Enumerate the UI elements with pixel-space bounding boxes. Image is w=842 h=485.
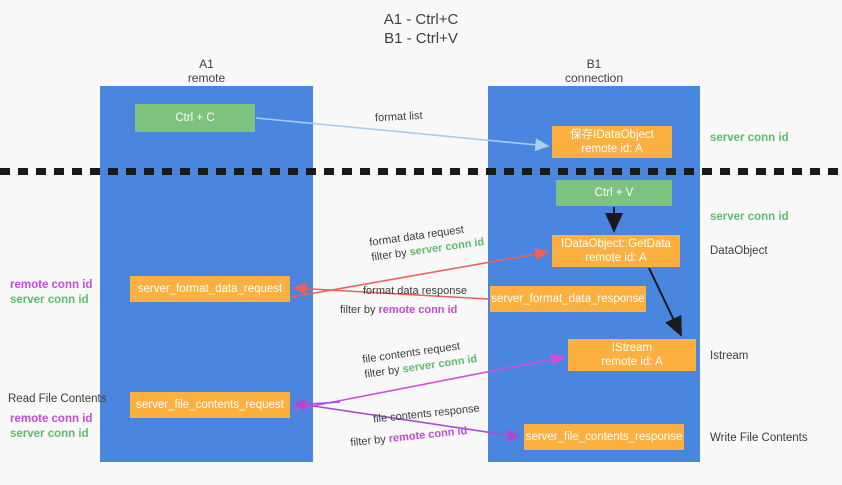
edge-label-file-contents-response: file contents response filter by remote … <box>350 402 482 450</box>
filter-value-remote-conn-id: remote conn id <box>388 424 468 446</box>
box-ctrl-v-label: Ctrl + V <box>594 187 634 199</box>
column-a1-name: A1 <box>199 57 214 71</box>
filter-prefix: filter by <box>363 363 404 381</box>
filter-prefix: filter by <box>370 246 411 264</box>
right-label-server-conn-id-top: server conn id <box>710 132 789 144</box>
left-label-remote-conn-id-2: remote conn id <box>10 413 93 425</box>
box-istream-label: IStream <box>611 342 653 354</box>
column-header-a1: A1 remote <box>100 57 313 85</box>
phase-divider-dashed-line <box>0 168 842 175</box>
box-server-file-contents-request-label: server_file_contents_request <box>136 399 284 411</box>
box-server-format-data-request-label: server_format_data_request <box>137 283 283 295</box>
filter-value-remote-conn-id: remote conn id <box>378 304 458 316</box>
left-label-read-file-contents: Read File Contents <box>8 393 107 405</box>
box-save-idataobject-sub: remote id: A <box>581 143 643 155</box>
edge-label-format-data-response-text: format data response <box>363 285 467 297</box>
box-server-file-contents-response-label: server_file_contents_response <box>525 431 683 443</box>
left-label-server-conn-id-2: server conn id <box>10 428 89 440</box>
filter-prefix: filter by <box>340 304 379 316</box>
filter-prefix: filter by <box>349 433 390 450</box>
left-label-remote-conn-id-1: remote conn id <box>10 279 93 291</box>
edge-label-format-data-request: format data request filter by server con… <box>368 220 485 266</box>
box-server-file-contents-response[interactable]: server_file_contents_response <box>524 424 684 450</box>
box-server-file-contents-request[interactable]: server_file_contents_request <box>130 392 290 418</box>
box-server-format-data-response-label: server_format_data_response <box>491 293 645 305</box>
right-label-server-conn-id-mid: server conn id <box>710 211 789 223</box>
box-save-idataobject[interactable]: 保存IDataObject remote id: A <box>552 126 672 158</box>
box-istream-sub: remote id: A <box>601 356 663 368</box>
edge-label-file-contents-request: file contents request filter by server c… <box>361 337 478 383</box>
left-label-server-conn-id-1: server conn id <box>10 294 89 306</box>
column-b1-name: B1 <box>586 57 602 71</box>
right-label-dataobject: DataObject <box>710 245 768 257</box>
title-line-2: B1 - Ctrl+V <box>384 30 458 47</box>
box-ctrl-v[interactable]: Ctrl + V <box>556 180 672 206</box>
box-idataobject-getdata[interactable]: IDataObject::GetData remote id: A <box>552 235 680 267</box>
box-ctrl-c-label: Ctrl + C <box>175 112 215 124</box>
edge-label-file-contents-response-filter: filter by remote conn id <box>350 422 483 451</box>
page-title: A1 - Ctrl+C B1 - Ctrl+V <box>0 10 842 48</box>
box-idataobject-getdata-label: IDataObject::GetData <box>561 238 671 250</box>
edge-label-format-data-response-filter: filter by remote conn id <box>340 303 467 318</box>
box-idataobject-getdata-sub: remote id: A <box>585 252 647 264</box>
box-save-idataobject-label: 保存IDataObject <box>570 129 654 141</box>
column-header-b1: B1 connection <box>488 57 700 85</box>
title-line-1: A1 - Ctrl+C <box>383 11 459 28</box>
box-ctrl-c[interactable]: Ctrl + C <box>135 104 255 132</box>
right-label-istream: Istream <box>710 350 749 362</box>
box-server-format-data-response[interactable]: server_format_data_response <box>490 286 646 312</box>
box-server-format-data-request[interactable]: server_format_data_request <box>130 276 290 302</box>
edge-label-format-list: format list <box>374 109 423 125</box>
right-label-write-file-contents: Write File Contents <box>710 432 808 444</box>
edge-label-format-data-response: format data response filter by remote co… <box>340 284 467 318</box>
box-istream[interactable]: IStream remote id: A <box>568 339 696 371</box>
column-a1-role: remote <box>187 71 226 85</box>
column-b1-role: connection <box>564 71 624 85</box>
